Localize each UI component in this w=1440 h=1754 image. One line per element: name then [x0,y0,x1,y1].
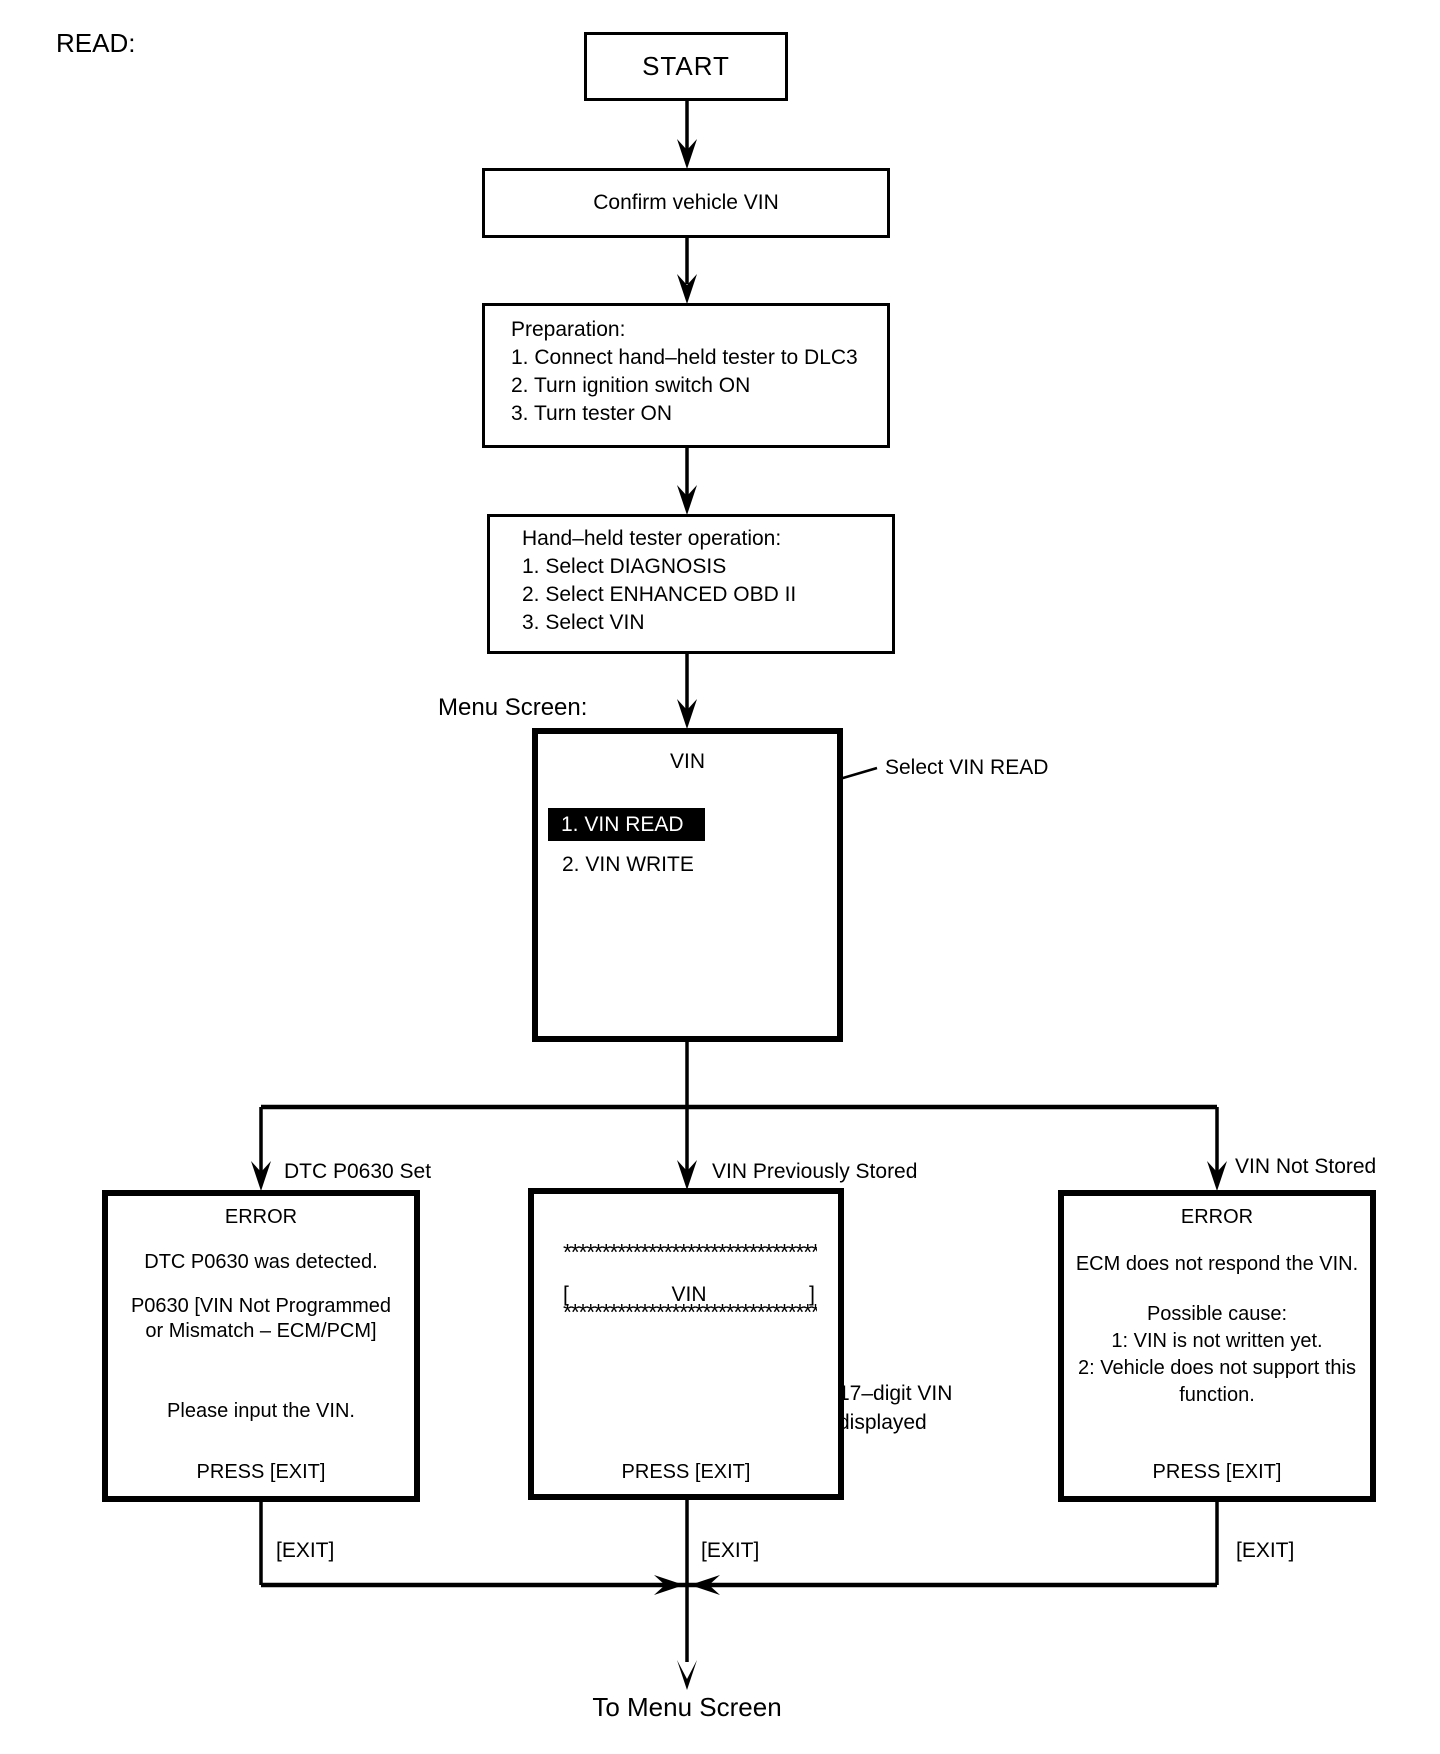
select-vin-read-callout: Select VIN READ [885,756,1049,779]
branch-label-vin-previously-stored: VIN Previously Stored [712,1160,918,1183]
arrowheads [251,139,1227,1690]
error-box-dtc-p0630: ERROR DTC P0630 was detected. P0630 [VIN… [102,1190,420,1502]
exit-label-middle: [EXIT] [701,1539,760,1562]
vin-display-row: [ VIN ] [563,1283,815,1307]
bracket-open: [ [563,1283,569,1306]
error-line: Please input the VIN. [167,1400,355,1422]
error-line: P0630 [VIN Not Programmed [130,1295,392,1317]
confirm-vin-node: Confirm vehicle VIN [482,168,890,238]
tester-operation-step: 2. Select ENHANCED OBD II [522,583,797,606]
exit-label-right: [EXIT] [1236,1539,1295,1562]
error-line: ECM does not respond the VIN. [1075,1253,1359,1275]
vin-display-value: VIN [671,1283,707,1306]
error-box-vin-not-stored: ERROR ECM does not respond the VIN. Poss… [1058,1190,1376,1502]
error-title: ERROR [224,1206,298,1228]
vin-digits-callout-line2: displayed [838,1411,927,1434]
preparation-step: 3. Turn tester ON [511,402,673,425]
vin-stored-screen: ********************************* [ VIN … [528,1188,844,1500]
error-line: Possible cause: [1146,1303,1288,1325]
press-exit-line: PRESS [EXIT] [621,1461,751,1483]
vin-menu-screen: VIN 1. VIN READ 2. VIN WRITE [532,728,843,1042]
error-line: or Mismatch – ECM/PCM] [145,1320,377,1342]
press-exit-line: PRESS [EXIT] [1152,1461,1282,1483]
start-label: START [642,51,730,81]
vin-menu-title: VIN [669,750,705,773]
branch-rails [261,1104,1217,1588]
exit-label-left: [EXIT] [276,1539,335,1562]
asterisk-row: ********************************* [563,1302,817,1322]
confirm-vin-label: Confirm vehicle VIN [593,191,779,214]
error-line: 2: Vehicle does not support this [1078,1357,1356,1379]
branch-label-vin-not-stored: VIN Not Stored [1235,1155,1377,1178]
press-exit-line: PRESS [EXIT] [196,1461,326,1483]
error-line: function. [1179,1384,1255,1406]
tester-operation-node: Hand–held tester operation: 1. Select DI… [487,514,895,654]
error-line: 1: VIN is not written yet. [1111,1330,1323,1352]
start-node: START [584,32,788,101]
vin-digits-callout-line1: 17–digit VIN [838,1382,953,1405]
tester-operation-step: 3. Select VIN [522,611,645,634]
to-menu-screen-label: To Menu Screen [592,1692,782,1722]
preparation-title: Preparation: [511,318,626,341]
branch-label-dtc-p0630-set: DTC P0630 Set [284,1160,432,1183]
tester-operation-title: Hand–held tester operation: [522,527,782,550]
menu-screen-label: Menu Screen: [438,694,588,721]
preparation-node: Preparation: 1. Connect hand–held tester… [482,303,890,448]
asterisk-row: ********************************* [563,1242,817,1262]
tester-operation-step: 1. Select DIAGNOSIS [522,555,727,578]
read-heading: READ: [56,28,136,58]
preparation-step: 2. Turn ignition switch ON [511,374,751,397]
error-title: ERROR [1180,1206,1254,1228]
bracket-close: ] [809,1283,815,1306]
menu-item-vin-read-selected: 1. VIN READ [548,808,705,841]
preparation-step: 1. Connect hand–held tester to DLC3 [511,346,858,369]
connector-shafts [259,101,1219,1662]
menu-item-vin-write: 2. VIN WRITE [562,853,694,876]
menu-item-vin-read-label: 1. VIN READ [561,813,684,836]
error-line: DTC P0630 was detected. [144,1251,378,1273]
